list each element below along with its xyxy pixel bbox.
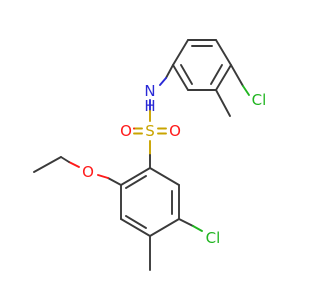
ring-a-bond-lower-right [215, 64, 232, 91]
ring-b-inner-double-lower-left [125, 215, 147, 229]
molecule-structure: N H S O O O Cl Cl [33, 39, 267, 271]
hydrogen-label: H [144, 97, 155, 115]
ring-b-bond-lower-right [149, 218, 180, 237]
ring-a-to-cl-bond-carbon [230, 64, 244, 87]
ring-b-bond-lower-left [120, 218, 151, 237]
ring-a-inner-double-right [210, 64, 223, 85]
ring-a-bond-upper-left [172, 39, 189, 66]
ring-b-bond-upper-right [149, 167, 180, 186]
nitrogen-atom: N H [144, 82, 155, 115]
ring-b-to-cl-bond-carbon [178, 218, 194, 227]
oxygen-right-label: O [169, 122, 181, 140]
oxygen-ether-label: O [82, 163, 94, 181]
chlorine-top-label: Cl [252, 91, 267, 109]
ring-a-methyl-bond [215, 89, 231, 117]
bond-layer [33, 39, 250, 271]
ring-a-to-nh-bond-carbon [165, 64, 174, 79]
sulfur-label: S [145, 122, 155, 140]
ring-a-to-cl-bond-chlorine [242, 85, 250, 96]
ethoxy-o-c-bond-carbon [60, 156, 70, 163]
ethoxy-c-c-bond [33, 156, 62, 173]
ring-a-inner-double-left [180, 64, 193, 85]
chlorine-bottom-label: Cl [206, 229, 221, 247]
ring-b-bond-upper-left [120, 167, 151, 186]
ring-b-inner-double-upper-left [125, 175, 147, 189]
nitrogen-label: N [144, 82, 155, 100]
ring-a-bond-upper-right [215, 39, 232, 66]
ring-b-to-cl-bond-chlorine [192, 225, 203, 232]
ethoxy-o-c-bond-oxygen [68, 161, 80, 168]
oxygen-left-label: O [120, 122, 132, 140]
ring-b-to-o-bond-oxygen [97, 174, 109, 179]
ring-b-to-o-bond-carbon [107, 177, 122, 186]
ring-a-to-nh-bond-nitrogen [159, 77, 167, 86]
ring-a-bond-lower-left [172, 64, 189, 91]
